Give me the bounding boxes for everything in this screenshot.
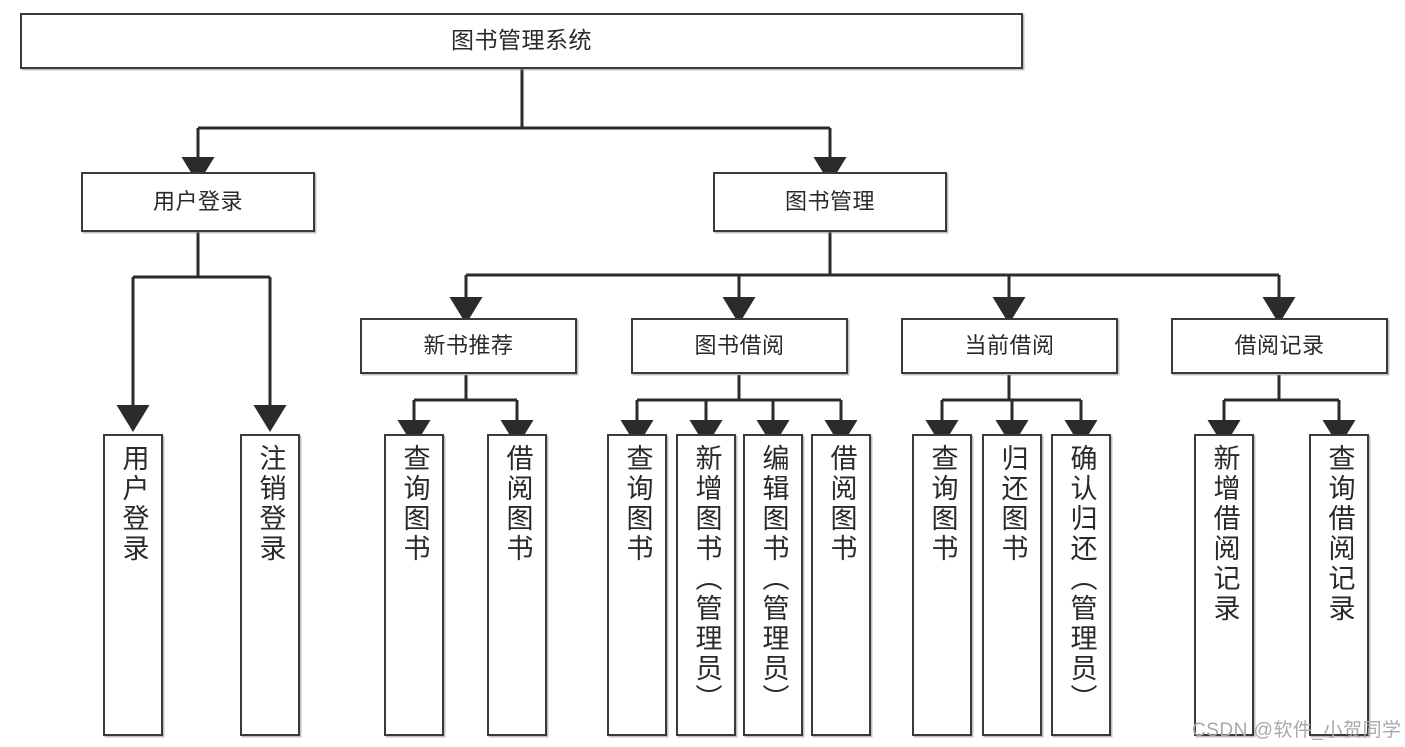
node-label: 借阅记录 [1234,333,1325,359]
leaf-user-login-signout[interactable]: 注销登录 [240,434,300,736]
node-user-login[interactable]: 用户登录 [81,172,315,232]
leaf-current-borrow-query[interactable]: 查询图书 [912,434,972,736]
node-label: 借阅图书 [502,444,533,564]
node-label: 当前借阅 [964,333,1055,359]
node-label: 图书借阅 [694,333,785,359]
leaf-user-login-signin[interactable]: 用户登录 [103,434,163,736]
node-label: 查询图书 [927,444,958,564]
node-borrow-record[interactable]: 借阅记录 [1171,318,1388,374]
node-new-book-recommend[interactable]: 新书推荐 [360,318,577,374]
node-label: 图书管理 [784,189,875,215]
node-label: 借阅图书 [826,444,857,564]
node-label: 查询图书 [399,444,430,564]
node-label: 用户登录 [152,189,243,215]
node-label: 新增借阅记录 [1209,444,1240,624]
node-label: 新增图书（管理员） [691,444,722,714]
leaf-new-book-borrow[interactable]: 借阅图书 [487,434,547,736]
node-book-borrow[interactable]: 图书借阅 [631,318,848,374]
leaf-current-borrow-confirm[interactable]: 确认归还（管理员） [1051,434,1111,736]
leaf-current-borrow-return[interactable]: 归还图书 [982,434,1042,736]
leaf-borrow-record-add[interactable]: 新增借阅记录 [1194,434,1254,736]
node-root-system[interactable]: 图书管理系统 [20,13,1023,69]
node-label: 查询借阅记录 [1324,444,1355,624]
node-label: 用户登录 [118,444,149,564]
leaf-new-book-query[interactable]: 查询图书 [384,434,444,736]
leaf-book-borrow-edit[interactable]: 编辑图书（管理员） [743,434,803,736]
node-book-management[interactable]: 图书管理 [713,172,947,232]
leaf-book-borrow-query[interactable]: 查询图书 [607,434,667,736]
node-label: 确认归还（管理员） [1066,444,1097,714]
node-label: 归还图书 [997,444,1028,564]
node-label: 编辑图书（管理员） [758,444,789,714]
node-label: 查询图书 [622,444,653,564]
leaf-borrow-record-query[interactable]: 查询借阅记录 [1309,434,1369,736]
leaf-book-borrow-lend[interactable]: 借阅图书 [811,434,871,736]
node-label: 注销登录 [255,444,286,564]
node-current-borrow[interactable]: 当前借阅 [901,318,1118,374]
leaf-book-borrow-add[interactable]: 新增图书（管理员） [676,434,736,736]
node-label: 图书管理系统 [451,27,592,54]
node-label: 新书推荐 [423,333,514,359]
